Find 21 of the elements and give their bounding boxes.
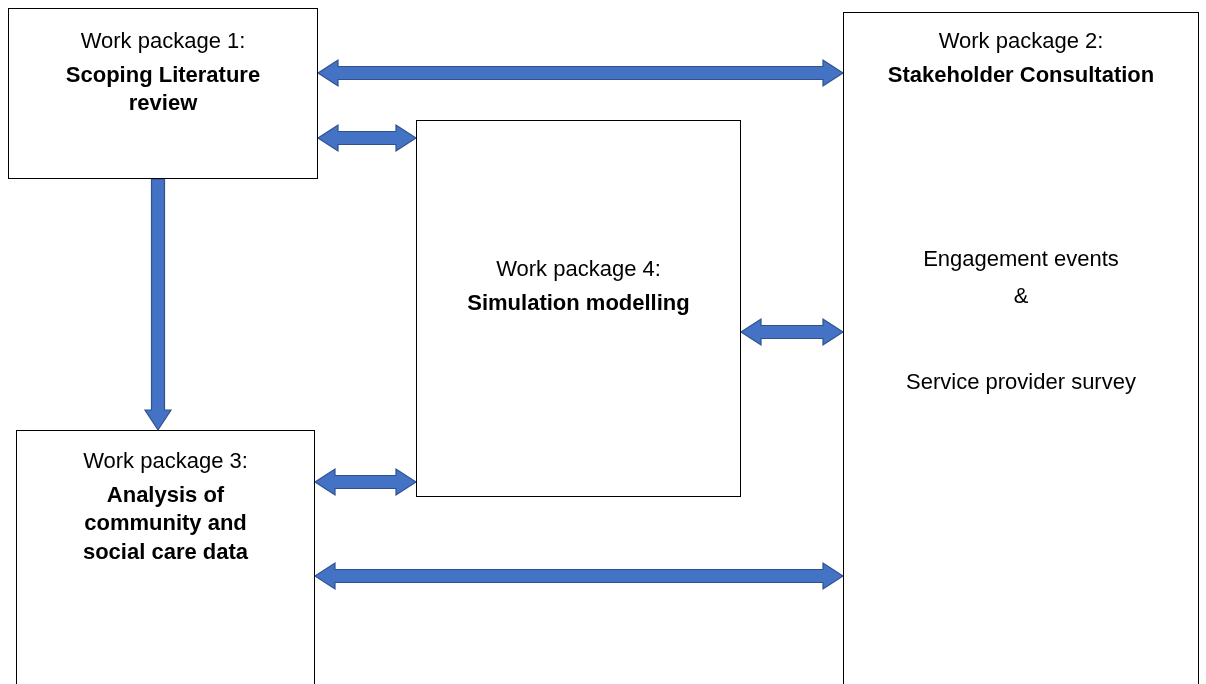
- process-box: [8, 8, 318, 179]
- heading-label: Work package 4:: [495, 255, 662, 283]
- double-headed-arrow: [316, 123, 418, 153]
- heading-label: Work package 3:: [82, 447, 249, 475]
- double-headed-arrow: [739, 317, 845, 347]
- title-label: Analysis of community and social care data: [81, 480, 250, 566]
- process-box: [16, 430, 315, 684]
- process-box: [843, 12, 1199, 684]
- title-label: Stakeholder Consultation: [886, 60, 1156, 89]
- double-headed-arrow: [313, 467, 418, 497]
- double-headed-arrow: [313, 561, 845, 591]
- heading-label: Work package 1:: [79, 27, 247, 55]
- body-text: Engagement events: [922, 245, 1120, 274]
- process-box: [416, 120, 741, 497]
- title-label: Simulation modelling: [466, 288, 691, 317]
- body-text: &: [1012, 281, 1030, 310]
- title-label: Scoping Literature review: [64, 60, 262, 118]
- heading-label: Work package 2:: [937, 27, 1105, 55]
- body-text: Service provider survey: [905, 368, 1137, 397]
- arrow: [143, 178, 173, 432]
- double-headed-arrow: [316, 58, 845, 88]
